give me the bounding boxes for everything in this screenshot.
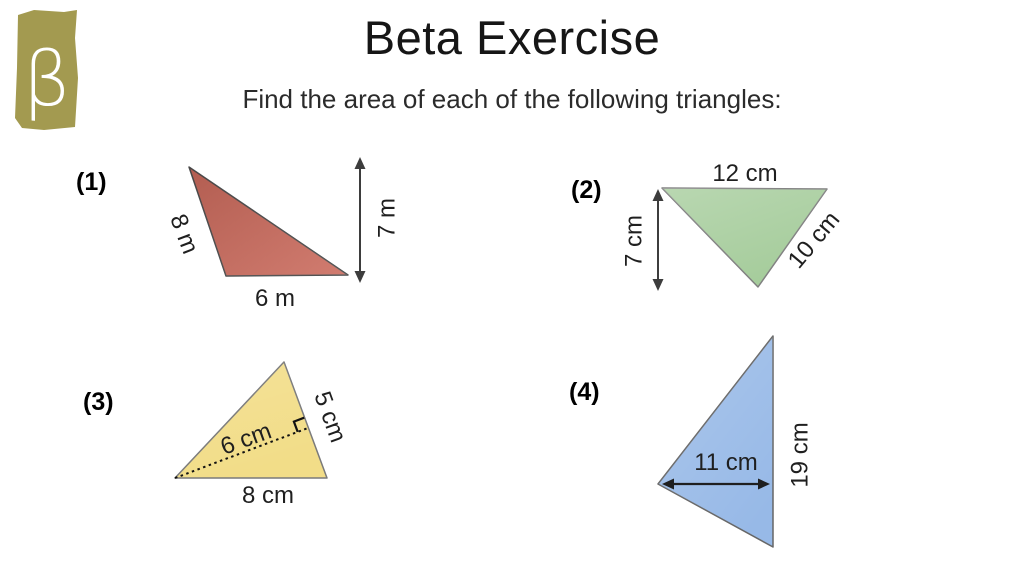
beta-glyph: β — [23, 34, 72, 123]
triangle-3-base-label: 8 cm — [242, 482, 294, 509]
triangle-1-side-label: 8 m — [164, 210, 204, 257]
triangle-4-shading — [658, 336, 773, 547]
triangle-2-figure: 12 cm 7 cm 10 cm — [621, 160, 845, 291]
triangle-3-figure: 6 cm 5 cm 8 cm — [174, 361, 352, 509]
beta-logo: β — [14, 8, 78, 137]
instruction-text: Find the area of each of the following t… — [242, 84, 782, 114]
triangle-2-top-label: 12 cm — [712, 160, 777, 187]
triangle-1-height-arrow — [354, 157, 366, 283]
triangle-4-side-label: 19 cm — [787, 422, 814, 487]
triangle-2-shading — [662, 188, 827, 287]
problem-2-number: (2) — [571, 176, 602, 204]
triangle-1-base-label: 6 m — [255, 285, 295, 312]
triangle-1-height-label: 7 m — [374, 198, 401, 238]
right-angle-icon — [292, 416, 305, 433]
problem-3-number: (3) — [83, 388, 114, 416]
triangle-1-shading — [189, 167, 348, 276]
triangle-2-height-arrow — [652, 189, 664, 291]
page-title: Beta Exercise — [363, 11, 661, 64]
triangle-4-figure: 11 cm 19 cm — [657, 335, 814, 548]
triangle-3-shading — [175, 362, 327, 478]
triangle-2-height-label: 7 cm — [621, 215, 648, 267]
problem-4-number: (4) — [569, 378, 600, 406]
problem-1-number: (1) — [76, 168, 107, 196]
triangle-1-figure: 8 m 6 m 7 m — [164, 157, 401, 312]
triangle-3-side-label: 5 cm — [308, 388, 351, 446]
triangle-4-width-arrow — [662, 478, 770, 490]
logo-background — [15, 10, 78, 130]
triangle-4-width-label: 11 cm — [694, 449, 758, 476]
